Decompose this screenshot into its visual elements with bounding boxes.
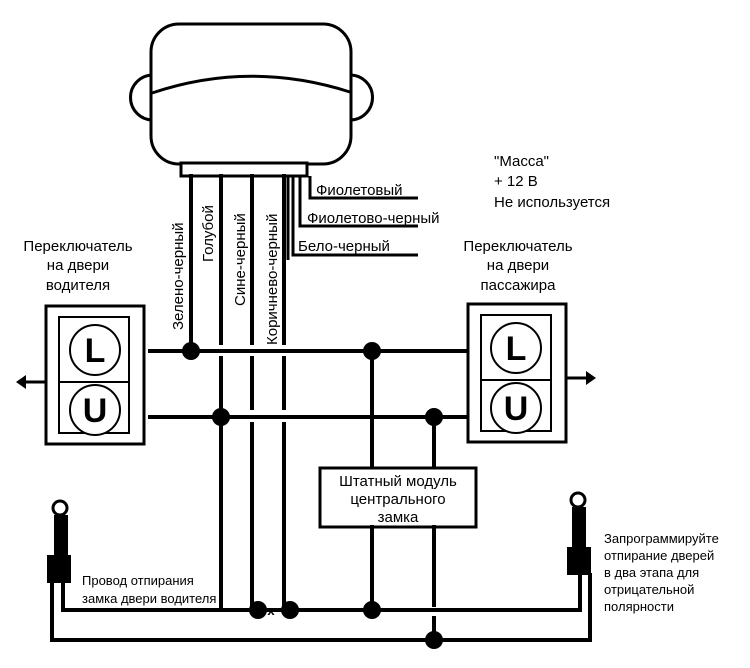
lock-label: L xyxy=(506,330,527,368)
passenger-switch-label-line2: на двери xyxy=(487,257,549,274)
arrow-left-icon xyxy=(16,375,26,389)
driver-actuator-note-line2: замка двери водителя xyxy=(82,591,216,606)
legend-ground: "Масса" xyxy=(494,153,549,170)
unlock-button xyxy=(490,382,542,434)
cut-mark: x xyxy=(267,603,275,618)
control-unit-left-ear xyxy=(129,73,154,122)
passenger-switch-label-line3: пассажира xyxy=(481,277,557,294)
passenger-note-line1: Запрограммируйте xyxy=(604,531,719,546)
driver-switch-label-line1: Переключатель xyxy=(23,238,132,255)
label-violet-black: Фиолетово-черный xyxy=(307,210,440,227)
control-unit-seam xyxy=(151,74,351,95)
lock-button xyxy=(490,322,542,374)
module-label-line3: замка xyxy=(378,509,419,526)
unlock-button xyxy=(69,384,121,436)
driver-switch-label-line2: на двери xyxy=(47,257,109,274)
passenger-door-actuator: Запрограммируйте отпирание дверей в два … xyxy=(567,491,719,614)
module-label-line2: центрального xyxy=(350,491,445,508)
vertical-wires xyxy=(189,174,418,612)
actuator-rod xyxy=(572,507,586,547)
label-white-black: Бело-черный xyxy=(298,238,390,255)
driver-door-actuator: Провод отпирания замка двери водителя xyxy=(47,499,216,606)
wire-function-legend: "Масса" + 12 В Не используется xyxy=(494,153,610,211)
wire-violet-black xyxy=(298,176,418,228)
label-green-black: Зелено-черный xyxy=(170,222,187,330)
passenger-note-line5: полярности xyxy=(604,599,674,614)
bus-actuator-outer xyxy=(50,573,592,642)
actuator-rod xyxy=(54,515,68,555)
arrow-right-icon xyxy=(586,371,596,385)
bus-actuator-inner xyxy=(61,573,582,612)
actuator-ring xyxy=(51,499,69,517)
junction-dot xyxy=(212,408,230,426)
module-box xyxy=(318,466,478,529)
junction-dot xyxy=(182,342,200,360)
central-lock-module: Штатный модуль центрального замка xyxy=(318,466,478,529)
control-unit-right-ear xyxy=(349,73,374,122)
junction-dot xyxy=(363,342,381,360)
control-unit xyxy=(129,22,374,178)
control-unit-connector xyxy=(179,161,309,178)
label-violet: Фиолетовый xyxy=(316,182,403,199)
actuator-ring xyxy=(569,491,587,509)
driver-actuator-note-line1: Провод отпирания xyxy=(82,573,194,588)
passenger-switch-label-line1: Переключатель xyxy=(463,238,572,255)
lock-button xyxy=(69,324,121,376)
module-label-line1: Штатный модуль xyxy=(339,473,457,490)
junction-dot xyxy=(363,601,381,619)
label-brown-black: Коричнево-черный xyxy=(264,214,281,345)
passenger-note-line4: отрицательной xyxy=(604,582,694,597)
driver-door-switch: Переключатель на двери водителя L U xyxy=(16,238,146,446)
junction-dot xyxy=(425,408,443,426)
control-unit-body xyxy=(149,22,353,166)
junction-dot xyxy=(249,601,267,619)
junction-dot xyxy=(425,631,443,649)
actuator-body xyxy=(47,555,71,583)
unlock-label: U xyxy=(504,390,529,428)
junctions: x xyxy=(182,342,443,649)
wire-white-black xyxy=(291,176,418,257)
junction-dot xyxy=(281,601,299,619)
driver-switch-label-line3: водителя xyxy=(46,277,110,294)
legend-plus-12v: + 12 В xyxy=(494,173,538,190)
wire-violet xyxy=(308,176,418,200)
passenger-note-line3: в два этапа для xyxy=(604,565,699,580)
label-blue-black: Сине-черный xyxy=(232,213,249,306)
label-blue: Голубой xyxy=(200,205,217,262)
lock-label: L xyxy=(85,332,106,370)
passenger-note-line2: отпирание дверей xyxy=(604,548,714,563)
legend-not-used: Не используется xyxy=(494,194,610,211)
wire-labels: Зелено-черный Голубой Сине-черный Коричн… xyxy=(170,182,440,345)
unlock-label: U xyxy=(83,392,108,430)
actuator-body xyxy=(567,547,591,575)
passenger-door-switch: Переключатель на двери пассажира L U xyxy=(463,238,596,444)
